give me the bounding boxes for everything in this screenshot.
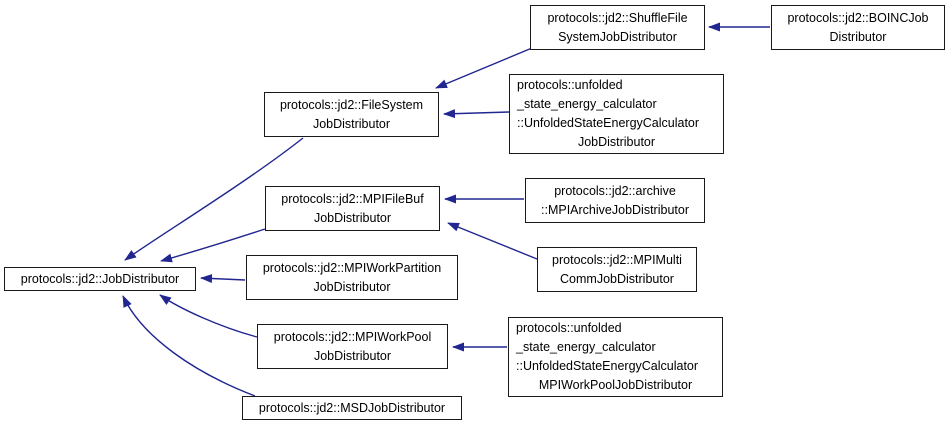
edge-mpifilebuf-to-jobdistributor — [160, 228, 266, 263]
edge-mpimulti-to-mpifilebuf — [447, 222, 538, 260]
node-label-line: SystemJobDistributor — [558, 29, 677, 44]
node-mpi-multi-comm-job-distributor[interactable]: protocols::jd2::MPIMulti CommJobDistribu… — [537, 247, 697, 292]
node-msd-job-distributor[interactable]: protocols::jd2::MSDJobDistributor — [242, 396, 462, 420]
node-label-line: Distributor — [829, 29, 887, 44]
node-unfolded-state-energy-calculator-job-distributor[interactable]: protocols::unfolded _state_energy_calcul… — [509, 74, 724, 154]
node-label-line: JobDistributor — [313, 279, 391, 294]
edge-msd-to-jobdistributor — [122, 295, 256, 397]
node-mpi-work-partition-job-distributor[interactable]: protocols::jd2::MPIWorkPartition JobDist… — [246, 255, 458, 300]
node-file-system-job-distributor[interactable]: protocols::jd2::FileSystem JobDistributo… — [264, 92, 439, 137]
node-label-line: _state_energy_calculator — [516, 340, 656, 354]
node-unfolded-state-energy-calculator-mpi-work-pool-job-distributor[interactable]: protocols::unfolded _state_energy_calcul… — [508, 317, 723, 397]
node-job-distributor[interactable]: protocols::jd2::JobDistributor — [4, 267, 196, 291]
node-label-line: JobDistributor — [313, 210, 392, 225]
node-label-line: ::UnfoldedStateEnergyCalculator — [516, 359, 699, 373]
node-label-line: JobDistributor — [312, 116, 391, 131]
node-label-line: protocols::jd2::MPIWorkPartition — [262, 260, 442, 275]
node-mpi-file-buf-job-distributor[interactable]: protocols::jd2::MPIFileBuf JobDistributo… — [265, 186, 440, 231]
node-label-line: protocols::jd2::MPIWorkPool — [273, 329, 432, 344]
edge-unfoldedjd-to-filesystem — [443, 109, 510, 119]
node-label-line: protocols::jd2::FileSystem — [279, 97, 424, 112]
node-label-line: _state_energy_calculator — [517, 97, 657, 111]
node-label-line: protocols::jd2::MPIMulti — [552, 252, 682, 267]
node-label-line: protocols::jd2::archive — [554, 183, 676, 198]
node-label-line: JobDistributor — [577, 135, 656, 149]
node-label-line: protocols::jd2::BOINCJob — [787, 10, 929, 25]
edge-shufflefile-to-filesystem — [435, 47, 533, 89]
node-label-line: CommJobDistributor — [560, 271, 674, 286]
node-label-line: MPIWorkPoolJobDistributor — [538, 378, 693, 392]
node-label-line: protocols::jd2::ShuffleFile — [547, 10, 688, 25]
node-mpi-work-pool-job-distributor[interactable]: protocols::jd2::MPIWorkPool JobDistribut… — [257, 324, 448, 369]
node-label-line: protocols::unfolded — [517, 78, 623, 92]
node-shuffle-file-system-job-distributor[interactable]: protocols::jd2::ShuffleFile SystemJobDis… — [530, 5, 705, 50]
edge-mpiworkpartition-to-jobdistributor — [200, 274, 246, 283]
node-label-line: protocols::jd2::JobDistributor — [20, 271, 180, 286]
node-label-line: JobDistributor — [313, 348, 392, 363]
edge-filesystem-to-jobdistributor — [124, 137, 304, 261]
node-label-line: protocols::jd2::MPIFileBuf — [281, 191, 424, 206]
node-label-line: protocols::jd2::MSDJobDistributor — [258, 400, 446, 415]
node-mpi-archive-job-distributor[interactable]: protocols::jd2::archive ::MPIArchiveJobD… — [525, 178, 705, 223]
node-label-line: ::UnfoldedStateEnergyCalculator — [517, 116, 700, 130]
node-boinc-job-distributor[interactable]: protocols::jd2::BOINCJob Distributor — [771, 5, 945, 50]
node-label-line: protocols::unfolded — [516, 321, 622, 335]
node-label-line: ::MPIArchiveJobDistributor — [541, 202, 689, 217]
edge-mpiworkpool-to-jobdistributor — [159, 294, 258, 338]
